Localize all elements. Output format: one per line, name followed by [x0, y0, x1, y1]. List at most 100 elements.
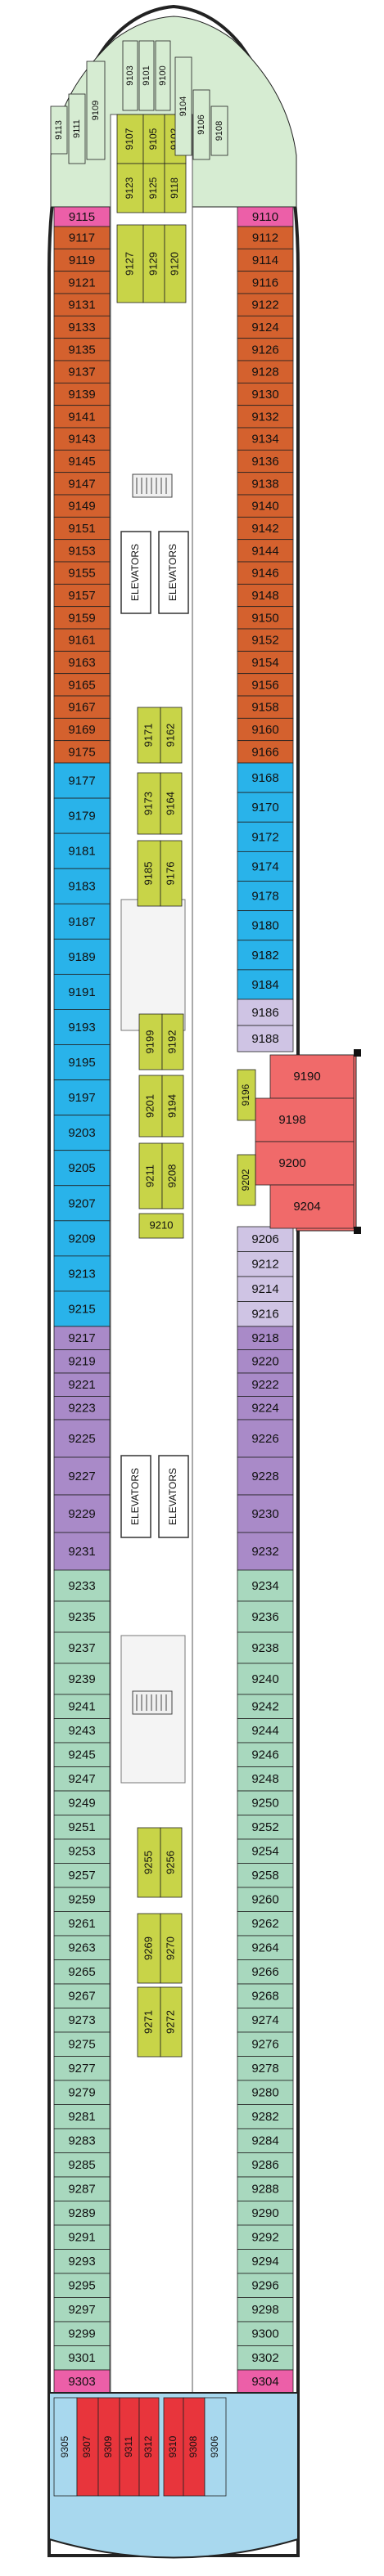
cabin-9299	[53, 2321, 111, 2346]
cabin-number: 9254	[251, 1845, 278, 1859]
cabin-number: 9208	[165, 1165, 178, 1188]
cabin-number: 9210	[150, 1218, 174, 1231]
cabin-number: 9233	[68, 1579, 95, 1593]
cabin-number: 9149	[68, 500, 95, 514]
cabin-number: 9205	[68, 1161, 95, 1175]
cabin-9246	[237, 1742, 294, 1767]
anchor-marker	[354, 1049, 361, 1057]
cabin-number: 9103	[125, 65, 135, 85]
cabin-9286	[237, 2152, 294, 2178]
cabin-number: 9158	[251, 701, 278, 715]
cabin-9278	[237, 2056, 294, 2081]
cabin-number: 9166	[251, 745, 278, 759]
cabin-number: 9248	[251, 1772, 278, 1786]
cabin-number: 9281	[68, 2110, 95, 2124]
cabin-number: 9157	[68, 589, 95, 603]
cabin-number: 9168	[251, 771, 278, 785]
cabin-number: 9264	[251, 1941, 278, 1955]
cabin-9184	[237, 969, 294, 1000]
cabin-9191	[53, 973, 111, 1010]
cabin-number: 9192	[165, 1030, 178, 1054]
cabin-number: 9223	[68, 1402, 95, 1416]
cabin-number: 9127	[123, 252, 135, 276]
cabin-9183	[53, 868, 111, 904]
cabin-9302	[237, 2345, 294, 2371]
cabin-number: 9219	[68, 1355, 95, 1369]
cabin-9182	[237, 940, 294, 971]
cabin-number: 9184	[251, 978, 278, 992]
cabin-number: 9283	[68, 2134, 95, 2148]
cabin-9280	[237, 2080, 294, 2105]
cabin-number: 9273	[68, 2013, 95, 2027]
cabin-number: 9108	[215, 121, 224, 141]
cabin-number: 9165	[68, 678, 95, 692]
corridor-lobby	[120, 899, 186, 1031]
cabin-number: 9109	[91, 101, 101, 120]
cabin-number: 9302	[251, 2351, 278, 2365]
cabin-9162	[160, 707, 183, 764]
cabin-number: 9221	[68, 1378, 95, 1392]
cabin-9124	[237, 315, 294, 339]
cabin-number: 9243	[68, 1724, 95, 1738]
cabin-9256	[160, 1827, 183, 1898]
cabin-9260	[237, 1887, 294, 1912]
cabin-9306	[204, 2397, 227, 2497]
cabin-9107	[116, 114, 144, 164]
cabin-9142	[237, 516, 294, 541]
cabin-number: 9238	[251, 1641, 278, 1655]
cabin-number: 9144	[251, 544, 278, 558]
cabin-9168	[237, 762, 294, 793]
cabin-number: 9206	[251, 1232, 278, 1246]
cabin-9136	[237, 449, 294, 473]
cabin-9288	[237, 2176, 294, 2201]
cabin-number: 9177	[68, 774, 95, 788]
cabin-number: 9193	[68, 1021, 95, 1034]
cabin-number: 9276	[251, 2038, 278, 2052]
cabin-9262	[237, 1911, 294, 1936]
cabin-number: 9304	[251, 2375, 278, 2389]
cabin-9160	[237, 717, 294, 742]
cabin-number: 9268	[251, 1990, 278, 2004]
cabin-9190	[269, 1054, 355, 1099]
cabin-9240	[237, 1663, 294, 1695]
cabin-number: 9245	[68, 1748, 95, 1762]
cabin-9304	[237, 2369, 294, 2394]
cabin-9188	[237, 1025, 294, 1052]
cabin-number: 9297	[68, 2303, 95, 2317]
cabin-number: 9229	[68, 1507, 95, 1521]
cabin-number: 9236	[251, 1610, 278, 1624]
cabin-9207	[53, 1185, 111, 1222]
cabin-9179	[53, 797, 111, 834]
cabin-9275	[53, 2031, 111, 2057]
cabin-9116	[237, 271, 294, 294]
cabin-number: 9185	[142, 862, 154, 886]
cabin-number: 9128	[251, 366, 278, 379]
cabin-9225	[53, 1419, 111, 1458]
cabin-number: 9287	[68, 2183, 95, 2197]
cabin-9250	[237, 1790, 294, 1815]
cabin-9265	[53, 1959, 111, 1985]
cabin-number: 9209	[68, 1232, 95, 1245]
cabin-9251	[53, 1815, 111, 1840]
cabin-9132	[237, 405, 294, 429]
cabin-number: 9145	[68, 455, 95, 469]
cabin-number: 9244	[251, 1724, 278, 1738]
cabin-number: 9278	[251, 2062, 278, 2076]
cabin-9270	[160, 1913, 183, 1984]
cabin-9121	[53, 271, 111, 294]
cabin-9300	[237, 2321, 294, 2346]
cabin-number: 9240	[251, 1672, 278, 1686]
cabin-9118	[164, 163, 187, 213]
cabin-number: 9133	[68, 321, 95, 334]
cabin-9106	[192, 89, 210, 160]
cabin-9235	[53, 1600, 111, 1633]
hallway-layer	[110, 114, 193, 2397]
cabin-9238	[237, 1631, 294, 1664]
cabin-number: 9234	[251, 1579, 278, 1593]
cabin-9268	[237, 1983, 294, 2008]
cabin-9113	[50, 105, 68, 155]
cabin-number: 9246	[251, 1748, 278, 1762]
